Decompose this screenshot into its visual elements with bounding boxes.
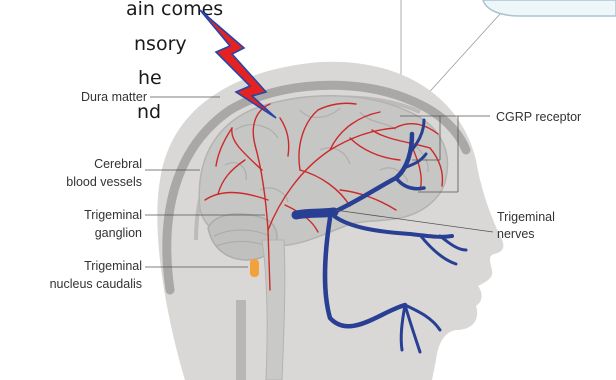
spinal-column: [236, 300, 246, 380]
label-cerebral: Cerebral: [30, 157, 142, 172]
label-blood-vessels: blood vessels: [30, 175, 142, 190]
label-trigeminal-ganglion-2: ganglion: [30, 226, 142, 241]
label-cgrp-receptor: CGRP receptor: [496, 110, 581, 125]
trigeminal-nucleus-caudalis: [250, 259, 259, 277]
label-trigeminal-nucleus-2: nucleus caudalis: [10, 277, 142, 292]
label-trigeminal-nucleus-1: Trigeminal: [10, 259, 142, 274]
label-trigeminal-nerves-1: Trigeminal: [497, 210, 555, 225]
label-dura-matter: Dura matter: [30, 90, 147, 105]
label-trigeminal-ganglion-1: Trigeminal: [30, 208, 142, 223]
label-trigeminal-nerves-2: nerves: [497, 227, 535, 242]
magnifier-lens: [483, 0, 616, 16]
